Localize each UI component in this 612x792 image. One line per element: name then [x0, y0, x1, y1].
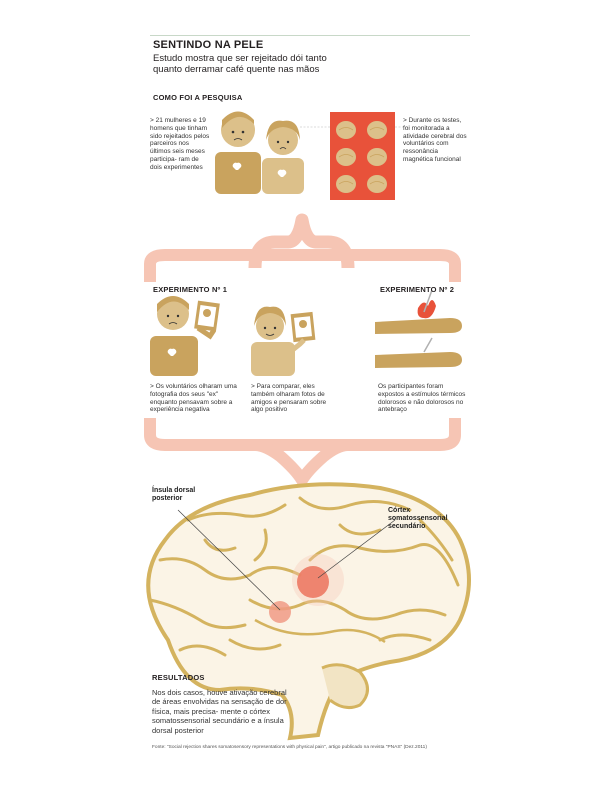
insula-label: Ínsula dorsal posterior: [152, 487, 196, 502]
top-rule: [150, 35, 470, 36]
activation-insula-spot: [269, 601, 291, 623]
person-with-photo-icon: [150, 296, 220, 376]
brain-scan-grid-icon: [330, 112, 395, 200]
experiment2-text: Os participantes foram expostos a estímu…: [378, 383, 466, 414]
monitoring-text: > Durante os testes, foi monitorada a at…: [403, 117, 467, 163]
method-heading: COMO FOI A PESQUISA: [153, 93, 243, 102]
experiment1-text-b: > Para comparar, eles também olharam fot…: [251, 383, 327, 414]
results-text: Nos dois casos, houve ativação cerebral …: [152, 688, 287, 735]
arm-heat-icon: [375, 289, 462, 368]
participants-text: > 21 mulheres e 19 homens que tinham sid…: [150, 117, 210, 171]
activation-cortex-spot: [297, 566, 329, 598]
page-title: SENTINDO NA PELE: [153, 39, 264, 51]
experiment2-heading: EXPERIMENTO Nº 2: [380, 285, 455, 294]
experiment1-text-a: > Os voluntários olharam uma fotografia …: [150, 383, 237, 414]
cortex-leader-line: [317, 519, 396, 579]
insula-leader-line: [177, 509, 281, 611]
brain-icon: [146, 482, 471, 741]
split-bracket: [248, 213, 355, 269]
results-heading: RESULTADOS: [152, 673, 205, 682]
page-subtitle: Estudo mostra que ser rejeitado dói tant…: [153, 53, 327, 75]
experiment1-heading: EXPERIMENTO Nº 1: [153, 285, 228, 294]
couple-icon: [215, 111, 304, 194]
source-note: Fonte: "Social rejection shares somatose…: [152, 745, 427, 750]
person-with-friends-photo-icon: [251, 306, 316, 376]
cortex-label: Córtex somatossensorial secundário: [388, 507, 448, 530]
